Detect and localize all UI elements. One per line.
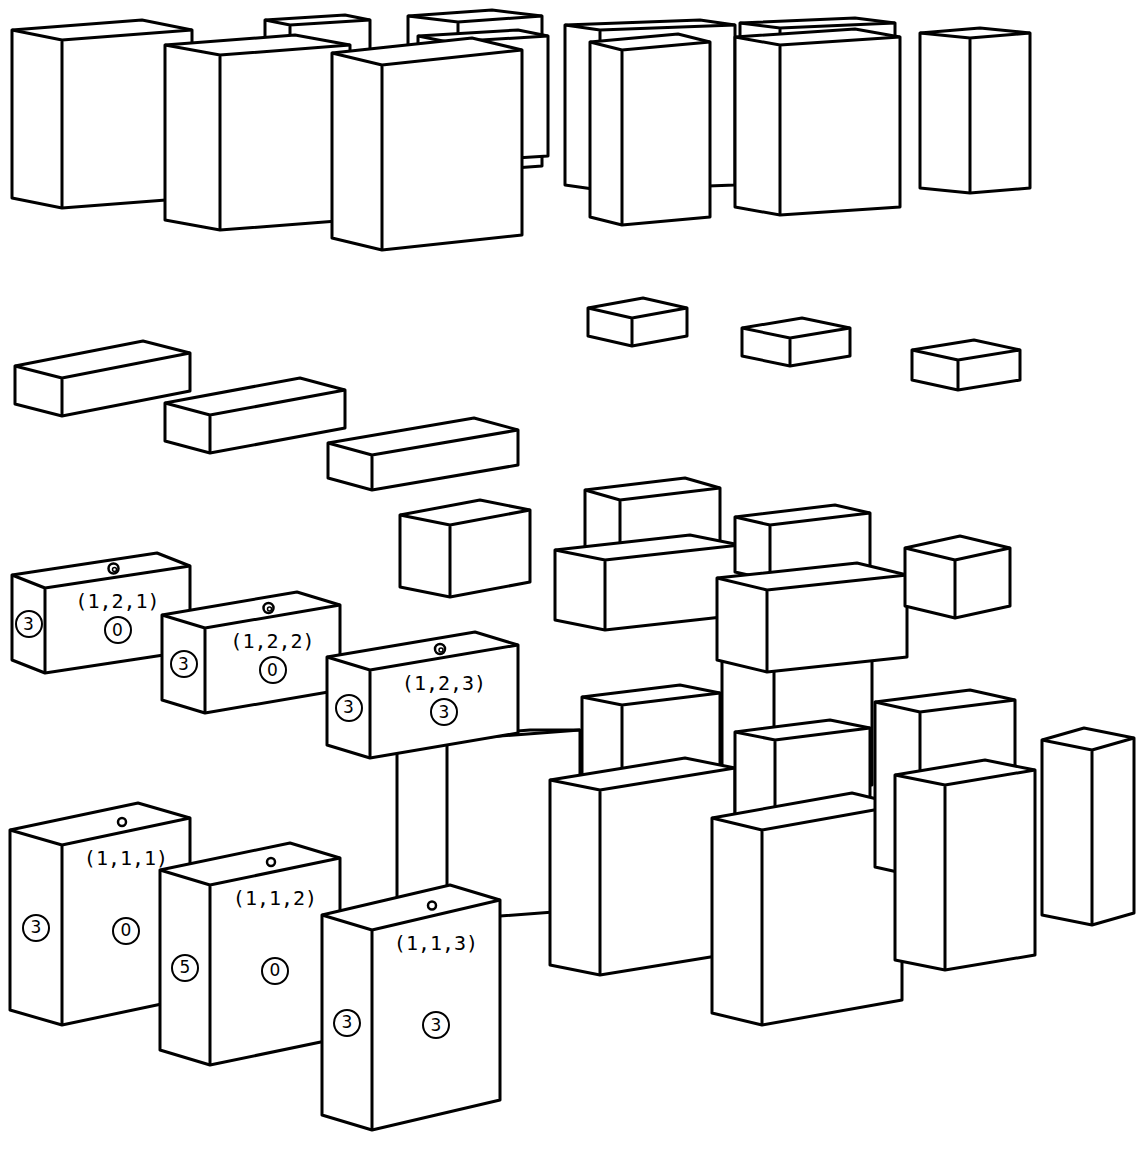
- circle-number: 0: [112, 622, 123, 639]
- block-edge: [742, 328, 850, 366]
- top-marker: [435, 644, 445, 654]
- circled-number: 0: [112, 917, 140, 945]
- block-outline: [920, 28, 1030, 193]
- circle-number: 0: [121, 922, 132, 939]
- block-outline: [905, 536, 1010, 618]
- block-outline: [895, 760, 1035, 970]
- labelled-block: (1,2,3) 3 3: [327, 626, 522, 762]
- top-marker: [264, 603, 274, 613]
- block-outline: [328, 418, 518, 490]
- block-outline: [165, 35, 350, 230]
- block-outline: [327, 632, 518, 758]
- circled-number: 3: [15, 610, 43, 638]
- top-marker: [268, 607, 272, 611]
- circled-number: 3: [335, 694, 363, 722]
- circled-number: 3: [170, 650, 198, 678]
- block-outline: [742, 318, 850, 366]
- circle-number: 5: [180, 959, 191, 976]
- block-outline: [400, 500, 530, 597]
- block-outline: [322, 885, 500, 1130]
- coordinate-label: (1,1,1): [84, 847, 168, 870]
- block-outline: [165, 378, 345, 453]
- block-outline: [912, 340, 1020, 390]
- block-edge: [165, 390, 345, 453]
- block-edge: [555, 545, 740, 630]
- block-edge: [920, 33, 1030, 193]
- block-outline: [550, 758, 735, 975]
- block-outline: [160, 843, 340, 1065]
- block-outline: [332, 38, 522, 250]
- block-outline: [735, 29, 900, 215]
- block-edge: [328, 430, 518, 490]
- block-edge: [322, 900, 500, 1130]
- block-edge: [327, 645, 518, 758]
- block-edge: [895, 770, 1035, 970]
- circled-number: 3: [430, 698, 458, 726]
- labelled-block: (1,1,3) 3 3: [322, 879, 504, 1134]
- block-edge: [590, 42, 710, 225]
- block-edge: [165, 45, 350, 230]
- block-outline: [590, 34, 710, 225]
- block-edge: [550, 768, 735, 975]
- circled-number: 0: [104, 616, 132, 644]
- circle-number: 3: [342, 1014, 353, 1031]
- circled-number: 3: [22, 914, 50, 942]
- labelled-block: (1,2,2) 3 0: [162, 586, 344, 717]
- coordinate-label: (1,2,1): [75, 590, 159, 613]
- top-marker: [109, 564, 119, 574]
- circle-number: 0: [270, 962, 281, 979]
- top-marker: [267, 858, 275, 866]
- top-marker: [439, 648, 443, 652]
- circle-number: 0: [267, 662, 278, 679]
- coordinate-label: (1,1,2): [233, 887, 317, 910]
- block-outline: [162, 592, 340, 713]
- coordinate-label: (1,2,3): [402, 672, 486, 695]
- circled-number: 3: [422, 1011, 450, 1039]
- circled-number: 3: [333, 1009, 361, 1037]
- block-edge: [332, 50, 522, 250]
- block-edge: [1042, 738, 1134, 925]
- circle-number: 3: [23, 616, 34, 633]
- block-edge: [735, 37, 900, 215]
- block-outline: [588, 298, 687, 346]
- circle-number: 3: [431, 1017, 442, 1034]
- circled-number: 5: [171, 954, 199, 982]
- circle-number: 3: [178, 656, 189, 673]
- top-marker: [428, 902, 436, 910]
- block-outline: [555, 535, 740, 630]
- block-edge: [400, 510, 530, 597]
- block-outline: [1042, 728, 1134, 925]
- block-edge: [162, 605, 340, 713]
- coordinate-label: (1,1,3): [394, 932, 478, 955]
- block-outline: [717, 563, 907, 672]
- coordinate-label: (1,2,2): [230, 630, 314, 653]
- circled-number: 0: [261, 957, 289, 985]
- block-edge: [905, 548, 1010, 618]
- block-edge: [588, 308, 687, 346]
- circled-number: 0: [259, 656, 287, 684]
- circle-number: 3: [31, 919, 42, 936]
- labelled-block: (1,1,2) 5 0: [160, 837, 344, 1069]
- block-shape: [160, 837, 344, 1069]
- block-edge: [160, 858, 340, 1065]
- top-marker: [118, 818, 126, 826]
- block-edge: [912, 350, 1020, 390]
- top-marker: [113, 568, 117, 572]
- block-shape: [322, 879, 504, 1134]
- circle-number: 3: [343, 699, 354, 716]
- block-edge: [717, 575, 907, 672]
- circle-number: 3: [439, 704, 450, 721]
